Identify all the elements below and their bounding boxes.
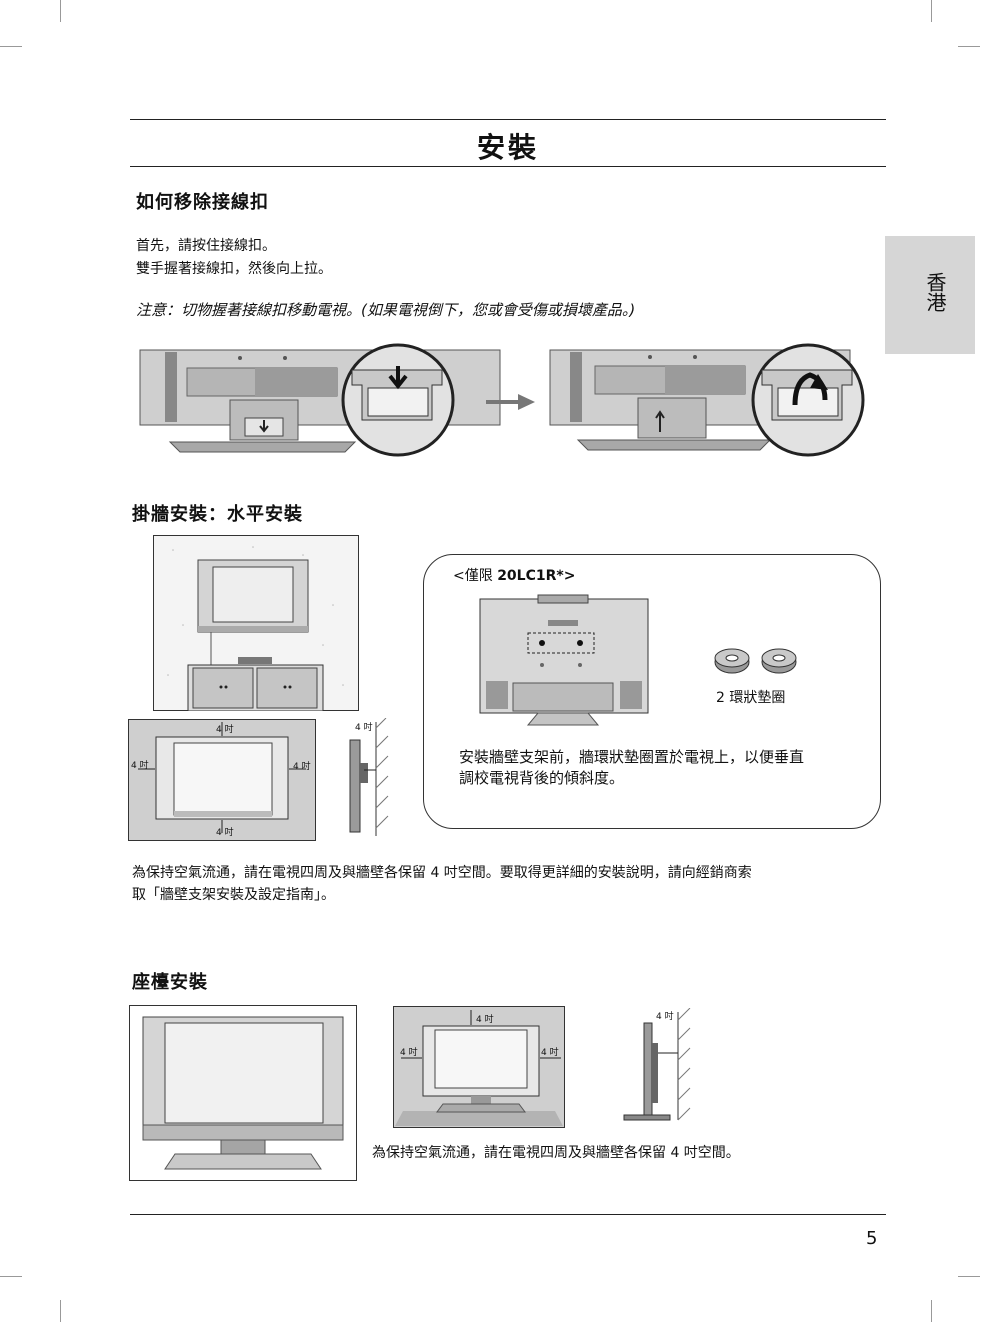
wall-clearance-front-figure [128,719,316,841]
cable-holder-figure [139,343,865,457]
model-note-prefix: <僅限 [453,568,498,584]
desktop-clearance-label-side: 4 吋 [656,1012,674,1022]
desktop-clearance-label-left: 4 吋 [400,1048,418,1058]
crop-mark [931,0,932,22]
language-tab: 香港 [885,236,975,354]
tv-back-spacer-figure [479,594,649,726]
zoom-circle-lift-icon [751,343,865,457]
title-rule-bottom [130,166,886,167]
language-tab-label: 香港 [923,272,947,312]
clearance-label-top: 4 吋 [216,725,234,735]
desktop-clearance-front-figure [393,1006,565,1128]
desktop-tv-figure [129,1005,357,1181]
title-rule-top [130,119,886,120]
clearance-label-bottom: 4 吋 [216,828,234,838]
desktop-ventilation-text: 為保持空氣流通，請在電視四周及與牆壁各保留 4 吋空間。 [372,1145,740,1161]
zoom-circle-press-icon [341,343,455,457]
crop-mark [0,1276,22,1277]
cable-holder-step-1: 首先，請按住接線扣。 [136,238,276,254]
section-heading-cable-holder: 如何移除接線扣 [136,192,269,213]
clearance-label-right: 4 吋 [293,762,311,772]
spacer-label: 2 環狀墊圈 [716,690,786,706]
desktop-clearance-side-figure [623,1008,691,1121]
crop-mark [958,46,980,47]
spacer-instruction-line-1: 安裝牆壁支架前，牆環狀墊圈置於電視上，以便垂直 [459,748,805,766]
page-number: 5 [866,1228,878,1249]
clearance-label-left: 4 吋 [131,761,149,771]
model-note-box [423,554,881,829]
crop-mark [60,0,61,22]
arrow-right-icon [486,394,535,410]
wall-ventilation-line-1: 為保持空氣流通，請在電視四周及與牆壁各保留 4 吋空間。要取得更詳細的安裝說明，… [132,865,752,881]
section-heading-wall-mount: 掛牆安裝：水平安裝 [132,504,303,525]
crop-mark [958,1276,980,1277]
cable-holder-note: 注意：切物握著接線扣移動電視。(如果電視倒下，您或會受傷或損壞產品。) [136,301,636,319]
desktop-clearance-label-right: 4 吋 [541,1048,559,1058]
spacer-instruction-line-2: 調校電視背後的傾斜度。 [459,769,625,787]
footer-rule [130,1214,886,1215]
cable-holder-step-2: 雙手握著接線扣，然後向上拉。 [136,261,332,277]
model-note-model: 20LC1R*> [497,568,576,584]
crop-mark [931,1300,932,1322]
page-title: 安裝 [476,131,539,164]
wall-clearance-side-figure [349,718,389,836]
spacer-rings-icon [714,648,797,674]
model-note-heading: <僅限 20LC1R*> [453,565,575,585]
wall-ventilation-line-2: 取「牆壁支架安裝及設定指南」。 [132,887,335,903]
clearance-label-side: 4 吋 [355,723,373,733]
wall-mount-scene-figure [153,535,359,711]
section-heading-desktop: 座檯安裝 [132,972,208,993]
crop-mark [60,1300,61,1322]
crop-mark [0,46,22,47]
desktop-clearance-label-top: 4 吋 [476,1015,494,1025]
